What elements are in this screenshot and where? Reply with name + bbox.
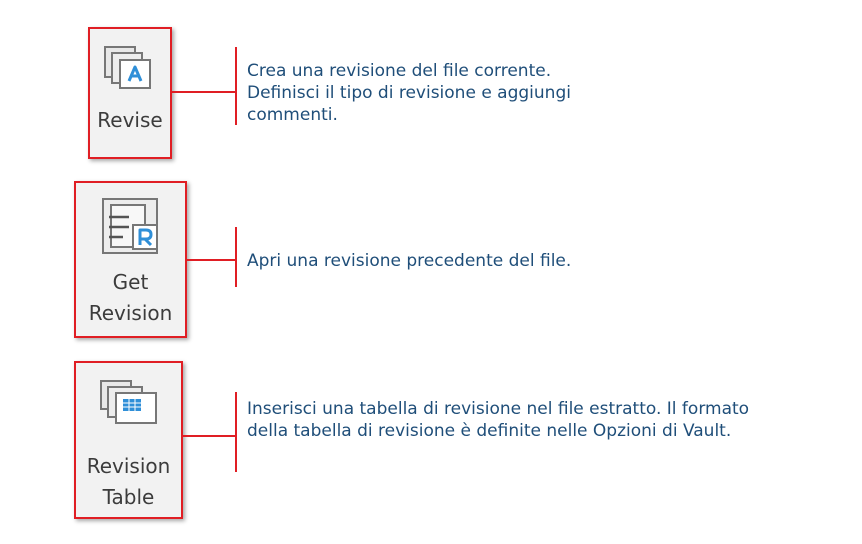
revision-table-description-line: della tabella di revisione è definite ne… [247, 421, 732, 441]
revise-description: Crea una revisione del file corrente. De… [247, 60, 571, 126]
revision-table-description: Inserisci una tabella di revisione nel f… [247, 398, 749, 442]
revision-table-button[interactable]: Revision Table [74, 361, 183, 519]
revision-table-icon [99, 380, 157, 424]
revise-description-line: Definisci il tipo di revisione e aggiung… [247, 83, 571, 103]
revise-description-line: Crea una revisione del file corrente. [247, 61, 552, 81]
revise-documents-icon [104, 46, 151, 89]
revision-table-description-line: Inserisci una tabella di revisione nel f… [247, 399, 750, 419]
revise-connector [172, 91, 236, 93]
get-revision-label-line1: Get [112, 270, 149, 294]
revision-table-label-line2: Table [102, 485, 155, 509]
get-revision-description: Apri una revisione precedente del file. [247, 250, 571, 272]
revision-table-bracket [235, 392, 237, 472]
get-revision-bracket [235, 227, 237, 287]
get-revision-icon [101, 198, 158, 254]
get-revision-label-line2: Revision [88, 301, 173, 325]
revise-description-line: commenti. [247, 105, 338, 125]
get-revision-description-line: Apri una revisione precedente del file. [247, 251, 572, 271]
revise-label: Revise [97, 108, 163, 132]
revise-bracket [235, 47, 237, 125]
get-revision-button[interactable]: Get Revision [74, 181, 187, 338]
get-revision-connector [187, 259, 236, 261]
revision-table-connector [183, 435, 236, 437]
revision-table-label-line1: Revision [86, 454, 171, 478]
revise-button[interactable]: Revise [88, 27, 172, 159]
